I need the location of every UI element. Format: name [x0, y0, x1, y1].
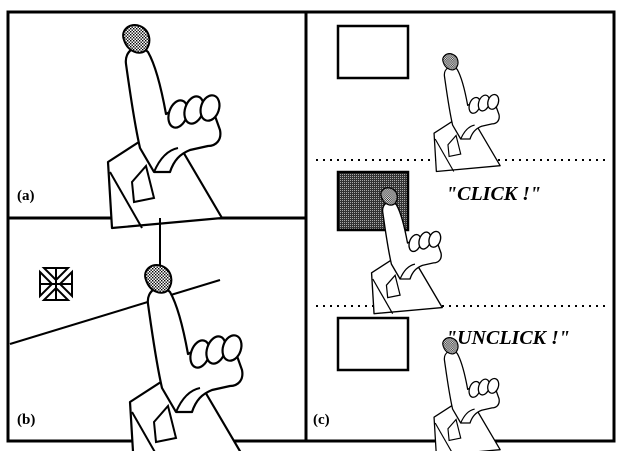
click-caption: "CLICK !" — [446, 184, 541, 204]
panel-c-label: (c) — [313, 413, 330, 428]
button-released — [338, 318, 408, 370]
unclick-caption: "UNCLICK !" — [446, 328, 570, 348]
button-idle — [338, 26, 408, 78]
figure-frame — [8, 12, 614, 441]
panel-a-label: (a) — [17, 189, 35, 204]
panel-b-label: (b) — [17, 413, 35, 428]
